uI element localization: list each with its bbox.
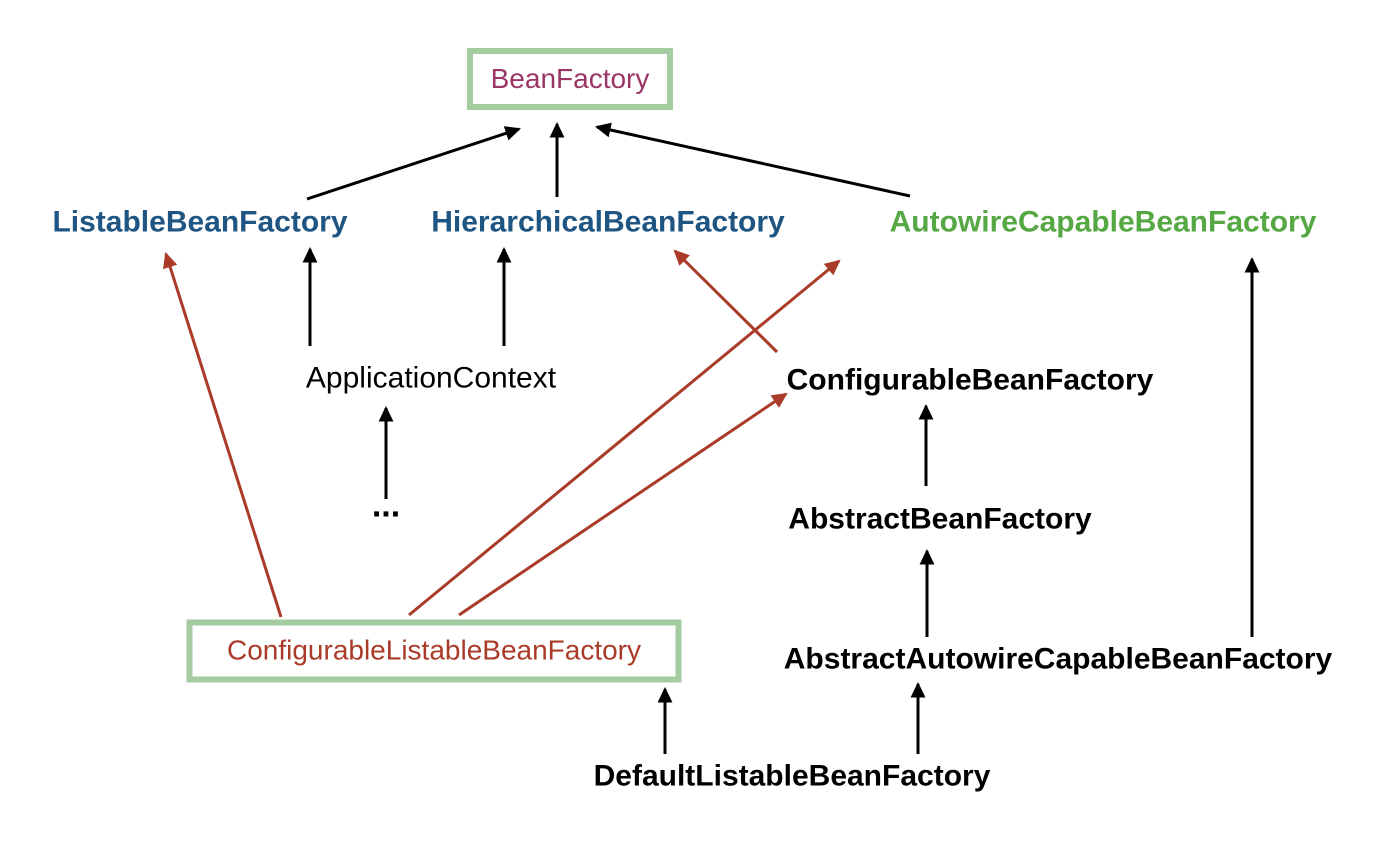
edge-configurable-listable-bean-factory-to-listable-bean-factory [162,252,283,618]
node-bean-factory: BeanFactory [467,48,673,110]
node-default-listable-bean-factory: DefaultListableBeanFactory [593,759,991,793]
node-autowire-capable-bean-factory: AutowireCapableBeanFactory [889,205,1317,239]
edge-configurable-listable-bean-factory-to-autowire-capable-bean-factory [408,259,841,617]
node-application-context: ApplicationContext [305,361,557,395]
node-configurable-bean-factory: ConfigurableBeanFactory [786,363,1154,397]
node-listable-bean-factory: ListableBeanFactory [52,205,348,239]
node-abstract-autowire-capable-bean-factory: AbstractAutowireCapableBeanFactory [783,642,1333,676]
edge-autowire-capable-bean-factory-to-bean-factory [595,122,911,198]
node-hierarchical-bean-factory: HierarchicalBeanFactory [431,205,785,239]
node-ellipsis: ... [371,486,401,525]
edge-listable-bean-factory-to-bean-factory [306,126,521,201]
edge-configurable-bean-factory-to-hierarchical-bean-factory [673,249,779,354]
node-abstract-bean-factory: AbstractBeanFactory [788,502,1092,536]
node-configurable-listable-bean-factory: ConfigurableListableBeanFactory [186,619,682,683]
edge-configurable-listable-bean-factory-to-configurable-bean-factory [458,392,788,617]
